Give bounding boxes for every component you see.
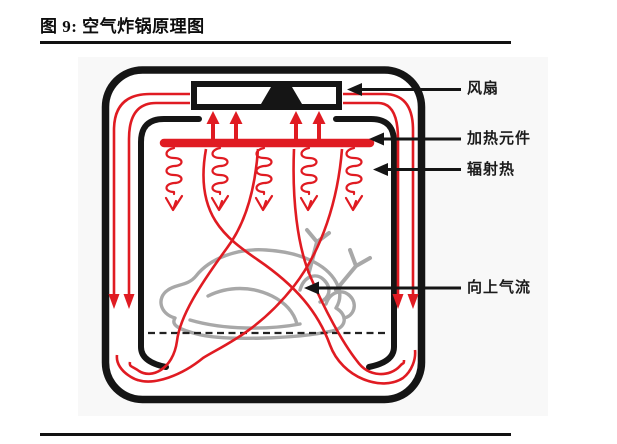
callout-arrows	[304, 83, 461, 295]
chicken-body	[159, 248, 346, 340]
label-heating-element: 加热元件	[467, 130, 532, 147]
title-rule	[40, 41, 511, 44]
airflow-curve	[202, 148, 417, 385]
label-radiant-heat: 辐射热	[467, 161, 516, 178]
inner-wall-right	[333, 116, 397, 370]
upward-airflow-curves	[115, 148, 417, 385]
fan	[191, 81, 342, 110]
label-upward-airflow: 向上气流	[467, 279, 532, 296]
footer-rule	[40, 433, 511, 436]
chicken-breast-line	[188, 318, 302, 330]
figure-title: 图 9: 空气炸锅原理图	[40, 17, 205, 36]
circulation-line-left-outer	[112, 92, 190, 295]
callout-arrow-fan	[347, 83, 461, 96]
airflow-curve	[292, 148, 406, 376]
airflow-curve	[128, 148, 260, 376]
inner-basket-wall	[138, 116, 397, 370]
callout-arrow-upward-airflow	[304, 281, 461, 295]
callout-arrow-radiant-heat	[373, 163, 461, 176]
airflow-curve	[115, 148, 344, 383]
chicken-wing	[206, 286, 299, 326]
inner-wall-left	[138, 116, 202, 370]
chicken-leg-bone-2	[334, 248, 372, 292]
chicken-drumstick-left	[298, 274, 331, 304]
circulation-line-right-outer	[343, 92, 415, 295]
label-fan: 风扇	[467, 80, 500, 97]
callout-arrow-heating-element	[369, 132, 461, 146]
circulation-line-left-inner	[127, 101, 190, 295]
chicken-drumstick-right	[324, 290, 356, 320]
